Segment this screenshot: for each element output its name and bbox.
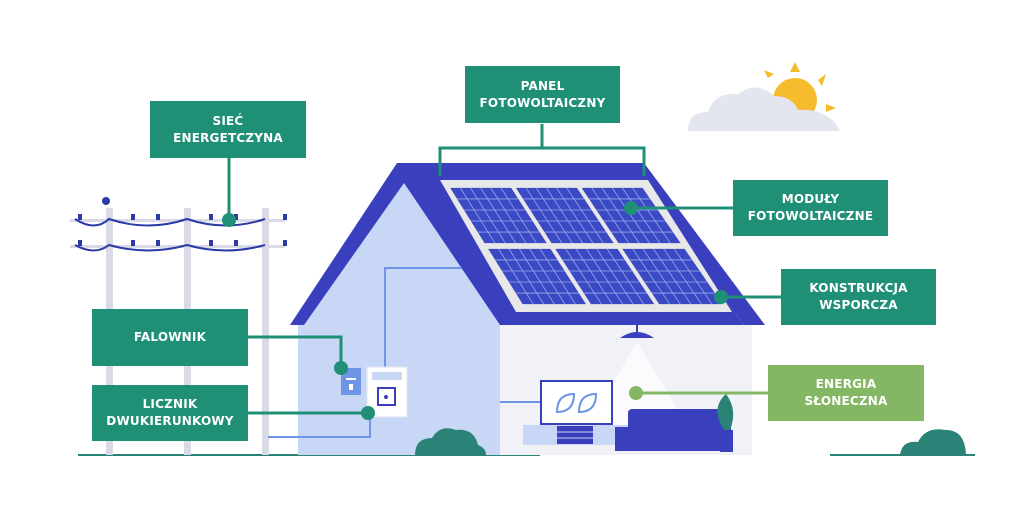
panel-grid-line	[606, 248, 645, 305]
panel-grid-line	[566, 187, 604, 244]
panel-grid	[457, 187, 715, 305]
panel-grid-line	[470, 187, 506, 244]
leaf-icon	[555, 392, 576, 414]
label-grid: SIEĆ ENERGETCZYNA	[150, 101, 306, 158]
panel-grid-line	[546, 187, 583, 244]
panel-grid-line	[525, 187, 563, 244]
panel-grid-line	[621, 187, 661, 244]
inverter-device	[341, 368, 361, 395]
panel-grid-line	[586, 248, 623, 305]
label-panel: PANEL FOTOWOLTAICZNY	[465, 66, 620, 123]
label-meter: LICZNIK DWUKIERUNKOWY	[92, 385, 248, 441]
panel-grid-line	[490, 187, 527, 244]
panel-grid-line	[539, 248, 576, 305]
panel-grid-line	[611, 187, 650, 244]
panel-grid-line	[535, 187, 573, 244]
meter-device	[366, 366, 408, 418]
panel-grid-line	[498, 248, 534, 305]
label-modules: MODUŁY FOTOWOLTAICZNE	[733, 180, 888, 236]
callout-lines	[227, 124, 781, 415]
panel-grid-line	[508, 248, 545, 305]
panel-grid-line	[663, 248, 702, 305]
panel-grid-line	[632, 248, 671, 305]
panel-grid-line	[575, 248, 613, 305]
label-structure: KONSTRUKCJA WSPORCZA	[781, 269, 936, 325]
panel-grid-line	[529, 248, 566, 305]
tv	[523, 380, 629, 445]
solar-panels	[440, 180, 732, 312]
panel-grid-line	[591, 187, 630, 244]
panel-grid-line	[556, 187, 594, 244]
label-inverter: FALOWNIK	[92, 309, 248, 366]
panel-grid-line	[653, 248, 692, 305]
plant-icon	[717, 394, 734, 452]
cloud-icon	[688, 87, 840, 131]
panel-grid-line	[500, 187, 537, 244]
panel-grid-line	[673, 248, 713, 305]
label-solar-energy: ENERGIA SŁONECZNA	[768, 365, 924, 421]
sofa	[615, 409, 731, 451]
bushes	[415, 428, 966, 455]
panel-grid-line	[596, 248, 634, 305]
panel-grid-line	[632, 187, 671, 244]
leaf-icon	[577, 392, 598, 414]
panel-grid-line	[601, 187, 640, 244]
callout-dots	[222, 201, 728, 420]
ceiling-lamp-icon	[620, 332, 654, 338]
panel-grid-line	[460, 187, 496, 244]
panel-grid-line	[519, 248, 555, 305]
panel-grid-line	[565, 248, 602, 305]
panel-grid-line	[642, 248, 681, 305]
panel-grid-line	[480, 187, 516, 244]
